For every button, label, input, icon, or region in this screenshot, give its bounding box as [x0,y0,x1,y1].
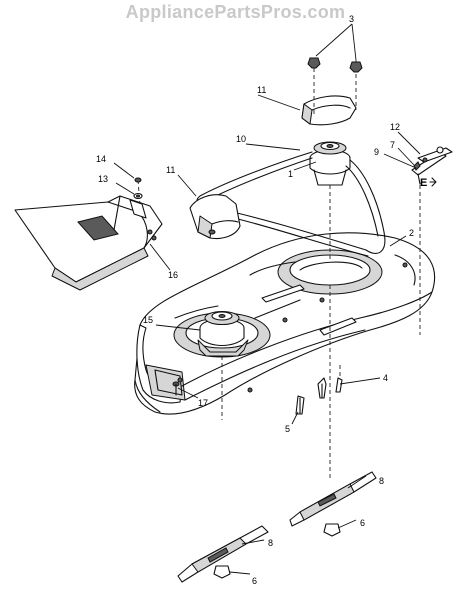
discharge-chute [14,195,163,291]
callout-4: 4 [383,373,388,383]
callout-8-upper: 8 [379,476,384,486]
mower-deck [134,232,436,415]
belt-guard-left [189,194,241,240]
callout-5: 5 [285,424,290,434]
callout-13: 13 [98,174,108,184]
callout-1: 1 [288,169,293,179]
right-pulley [309,141,351,186]
bolts [172,377,343,415]
nuts [307,57,363,73]
svg-text:E: E [420,177,427,189]
washers-left [133,177,143,200]
callout-11-top: 11 [257,85,266,95]
callout-9: 9 [374,147,379,157]
belt-guard-right [301,95,357,126]
callout-6-lower: 6 [252,576,257,586]
watermark: AppliancePartsPros.com [125,2,346,22]
callout-2: 2 [409,228,414,238]
callout-14: 14 [96,154,106,164]
callout-7: 7 [390,140,395,150]
callout-8-lower: 8 [268,538,273,548]
blade-lower [177,525,269,583]
callout-15: 15 [143,315,153,325]
callout-10: 10 [236,134,246,144]
callout-numbers: 3 11 10 12 7 9 14 13 11 1 2 16 15 17 4 5… [96,14,414,586]
leader-lines [113,23,421,575]
callout-11-left: 11 [166,165,175,175]
left-pulley [197,311,249,357]
callout-17: 17 [198,398,208,408]
blade-upper [289,471,377,537]
callout-16: 16 [168,270,178,280]
idler-bracket: E [411,146,453,189]
callout-6-upper: 6 [360,518,365,528]
callout-12: 12 [390,122,400,132]
callout-3: 3 [349,14,354,24]
